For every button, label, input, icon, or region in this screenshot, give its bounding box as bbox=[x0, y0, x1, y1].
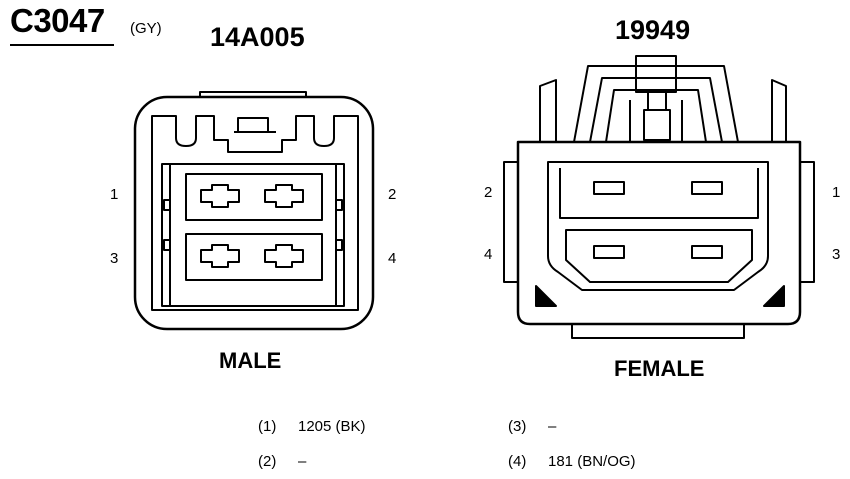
connector-color: (GY) bbox=[130, 20, 162, 37]
female-pin-4-label: 4 bbox=[484, 246, 493, 263]
circuit-value: – bbox=[298, 453, 307, 470]
circuit-value: 1205 (BK) bbox=[298, 418, 366, 435]
male-pin-4-label: 4 bbox=[388, 250, 397, 267]
female-pin-3-label: 3 bbox=[832, 246, 841, 263]
female-label: FEMALE bbox=[614, 356, 705, 381]
circuit-value: 181 (BN/OG) bbox=[548, 453, 636, 470]
circuit-pin: (3) bbox=[508, 418, 527, 435]
male-pin-1-label: 1 bbox=[110, 186, 119, 203]
male-pin-2-label: 2 bbox=[388, 186, 397, 203]
female-pin-1-label: 1 bbox=[832, 184, 841, 201]
circuit-pin: (4) bbox=[508, 453, 527, 470]
circuit-row: (4) 181 (BN/OG) bbox=[508, 453, 636, 470]
connector-id-underline bbox=[10, 44, 114, 46]
male-label: MALE bbox=[219, 348, 282, 373]
male-connector-face bbox=[133, 91, 375, 331]
female-pin-2-label: 2 bbox=[484, 184, 493, 201]
circuit-pin: (1) bbox=[258, 418, 277, 435]
circuit-row: (2) – bbox=[258, 453, 306, 470]
male-part-number: 14A005 bbox=[210, 22, 305, 52]
circuit-row: (3) – bbox=[508, 418, 556, 435]
circuit-value: – bbox=[548, 418, 557, 435]
connector-id: C3047 bbox=[10, 2, 105, 39]
male-pin-3-label: 3 bbox=[110, 250, 119, 267]
circuit-pin: (2) bbox=[258, 453, 277, 470]
female-part-number: 19949 bbox=[615, 15, 691, 45]
female-connector-face bbox=[503, 55, 815, 339]
circuit-row: (1) 1205 (BK) bbox=[258, 418, 366, 435]
